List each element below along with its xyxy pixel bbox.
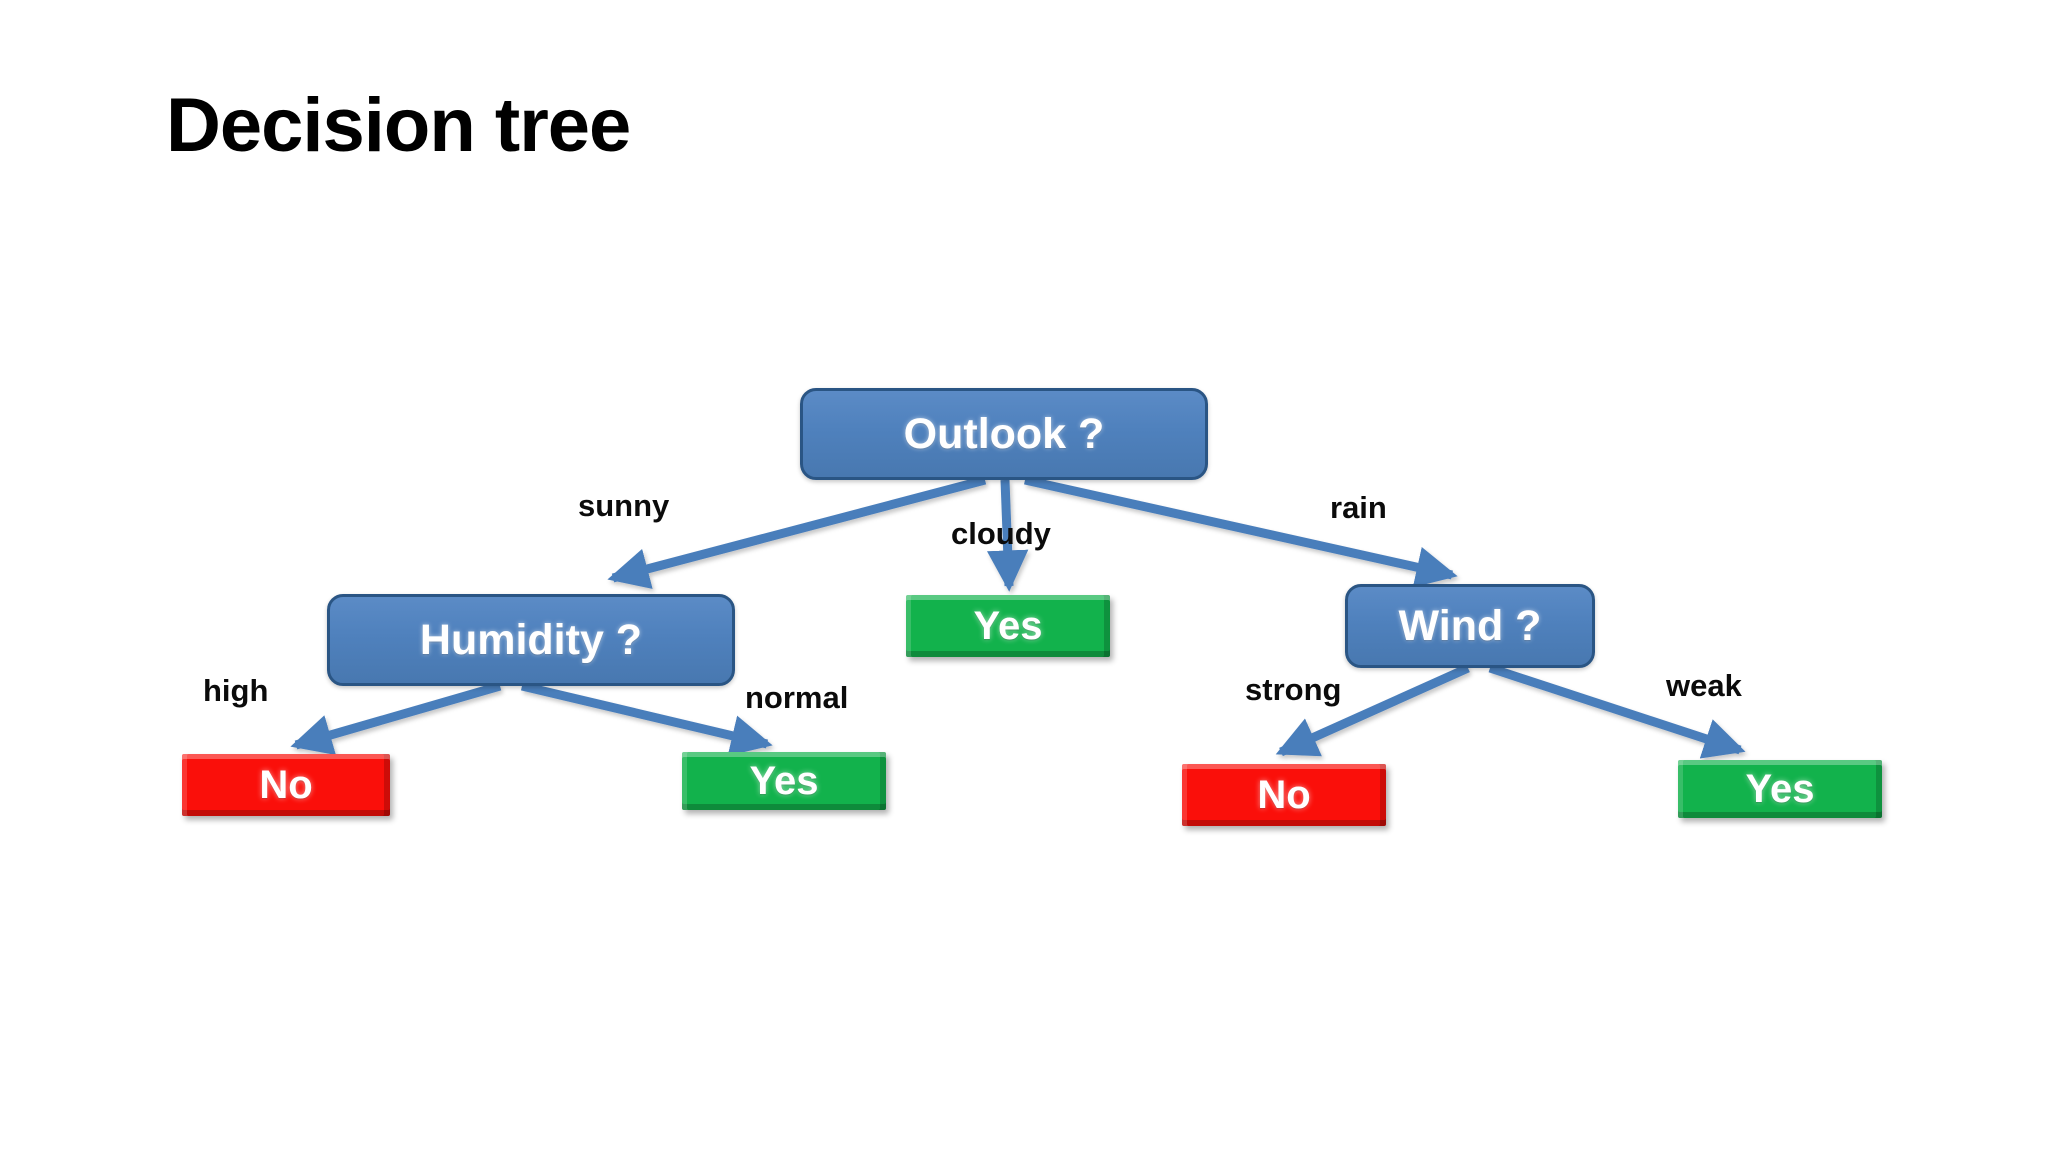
tree-node-label: Outlook ?: [903, 409, 1105, 458]
tree-node-no-strong[interactable]: No: [1182, 764, 1386, 826]
tree-node-label: Yes: [1745, 766, 1815, 811]
tree-node-yes-weak[interactable]: Yes: [1678, 760, 1882, 818]
tree-node-yes-normal[interactable]: Yes: [682, 752, 886, 810]
tree-node-wind[interactable]: Wind ?: [1345, 584, 1595, 668]
tree-edge-e-normal: [520, 681, 773, 756]
tree-node-label: No: [1257, 772, 1311, 817]
edge-label-rain: rain: [1330, 490, 1387, 525]
edge-label-high: high: [203, 673, 269, 708]
tree-edge-e-high: [290, 681, 502, 755]
tree-node-label: Yes: [749, 758, 819, 803]
tree-node-humidity[interactable]: Humidity ?: [327, 594, 735, 686]
tree-node-label: Humidity ?: [419, 615, 643, 664]
tree-node-no-high[interactable]: No: [182, 754, 390, 816]
edge-label-normal: normal: [745, 680, 849, 715]
tree-node-label: Yes: [973, 603, 1043, 648]
page-title: Decision tree: [166, 83, 631, 168]
edge-label-sunny: sunny: [578, 488, 670, 523]
edge-label-weak: weak: [1666, 668, 1742, 703]
edge-label-cloudy: cloudy: [951, 516, 1051, 551]
tree-node-outlook[interactable]: Outlook ?: [800, 388, 1208, 480]
tree-node-label: Wind ?: [1398, 601, 1542, 650]
edge-label-strong: strong: [1245, 672, 1342, 707]
tree-edge-e-rain: [1024, 475, 1458, 588]
tree-node-yes-cloudy[interactable]: Yes: [906, 595, 1110, 657]
tree-node-label: No: [259, 762, 313, 807]
